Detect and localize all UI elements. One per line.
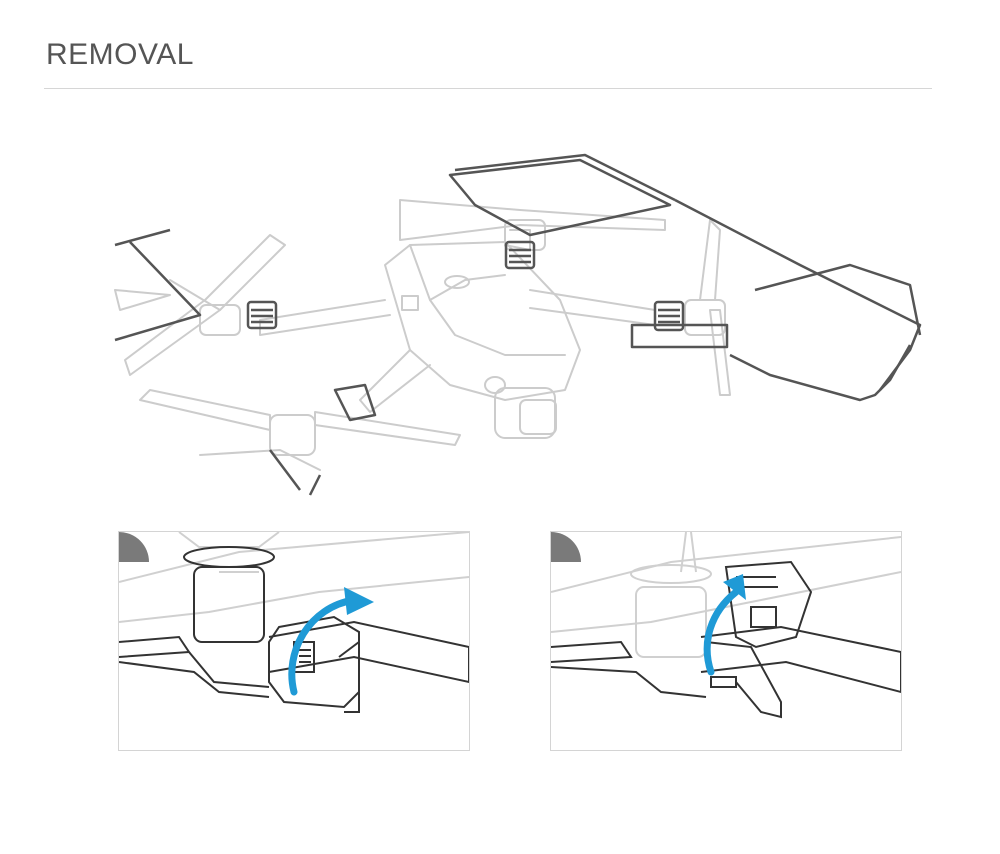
step-number-2: 2: [558, 728, 567, 745]
step-2-illustration: [551, 532, 901, 719]
step-1-illustration: [119, 532, 469, 713]
page-title: REMOVAL: [46, 38, 194, 71]
lift-up-arrow-icon: [703, 588, 740, 676]
step-badge-2: [551, 532, 581, 562]
step-badge-1: [119, 532, 149, 562]
step-1-panel: 1: [118, 531, 470, 751]
drone-illustration: [114, 153, 922, 496]
step-number-1: 1: [126, 728, 135, 745]
rotate-clockwise-arrow-icon: [288, 596, 358, 696]
title-divider: [44, 88, 932, 89]
step-2-panel: 2: [550, 531, 902, 751]
